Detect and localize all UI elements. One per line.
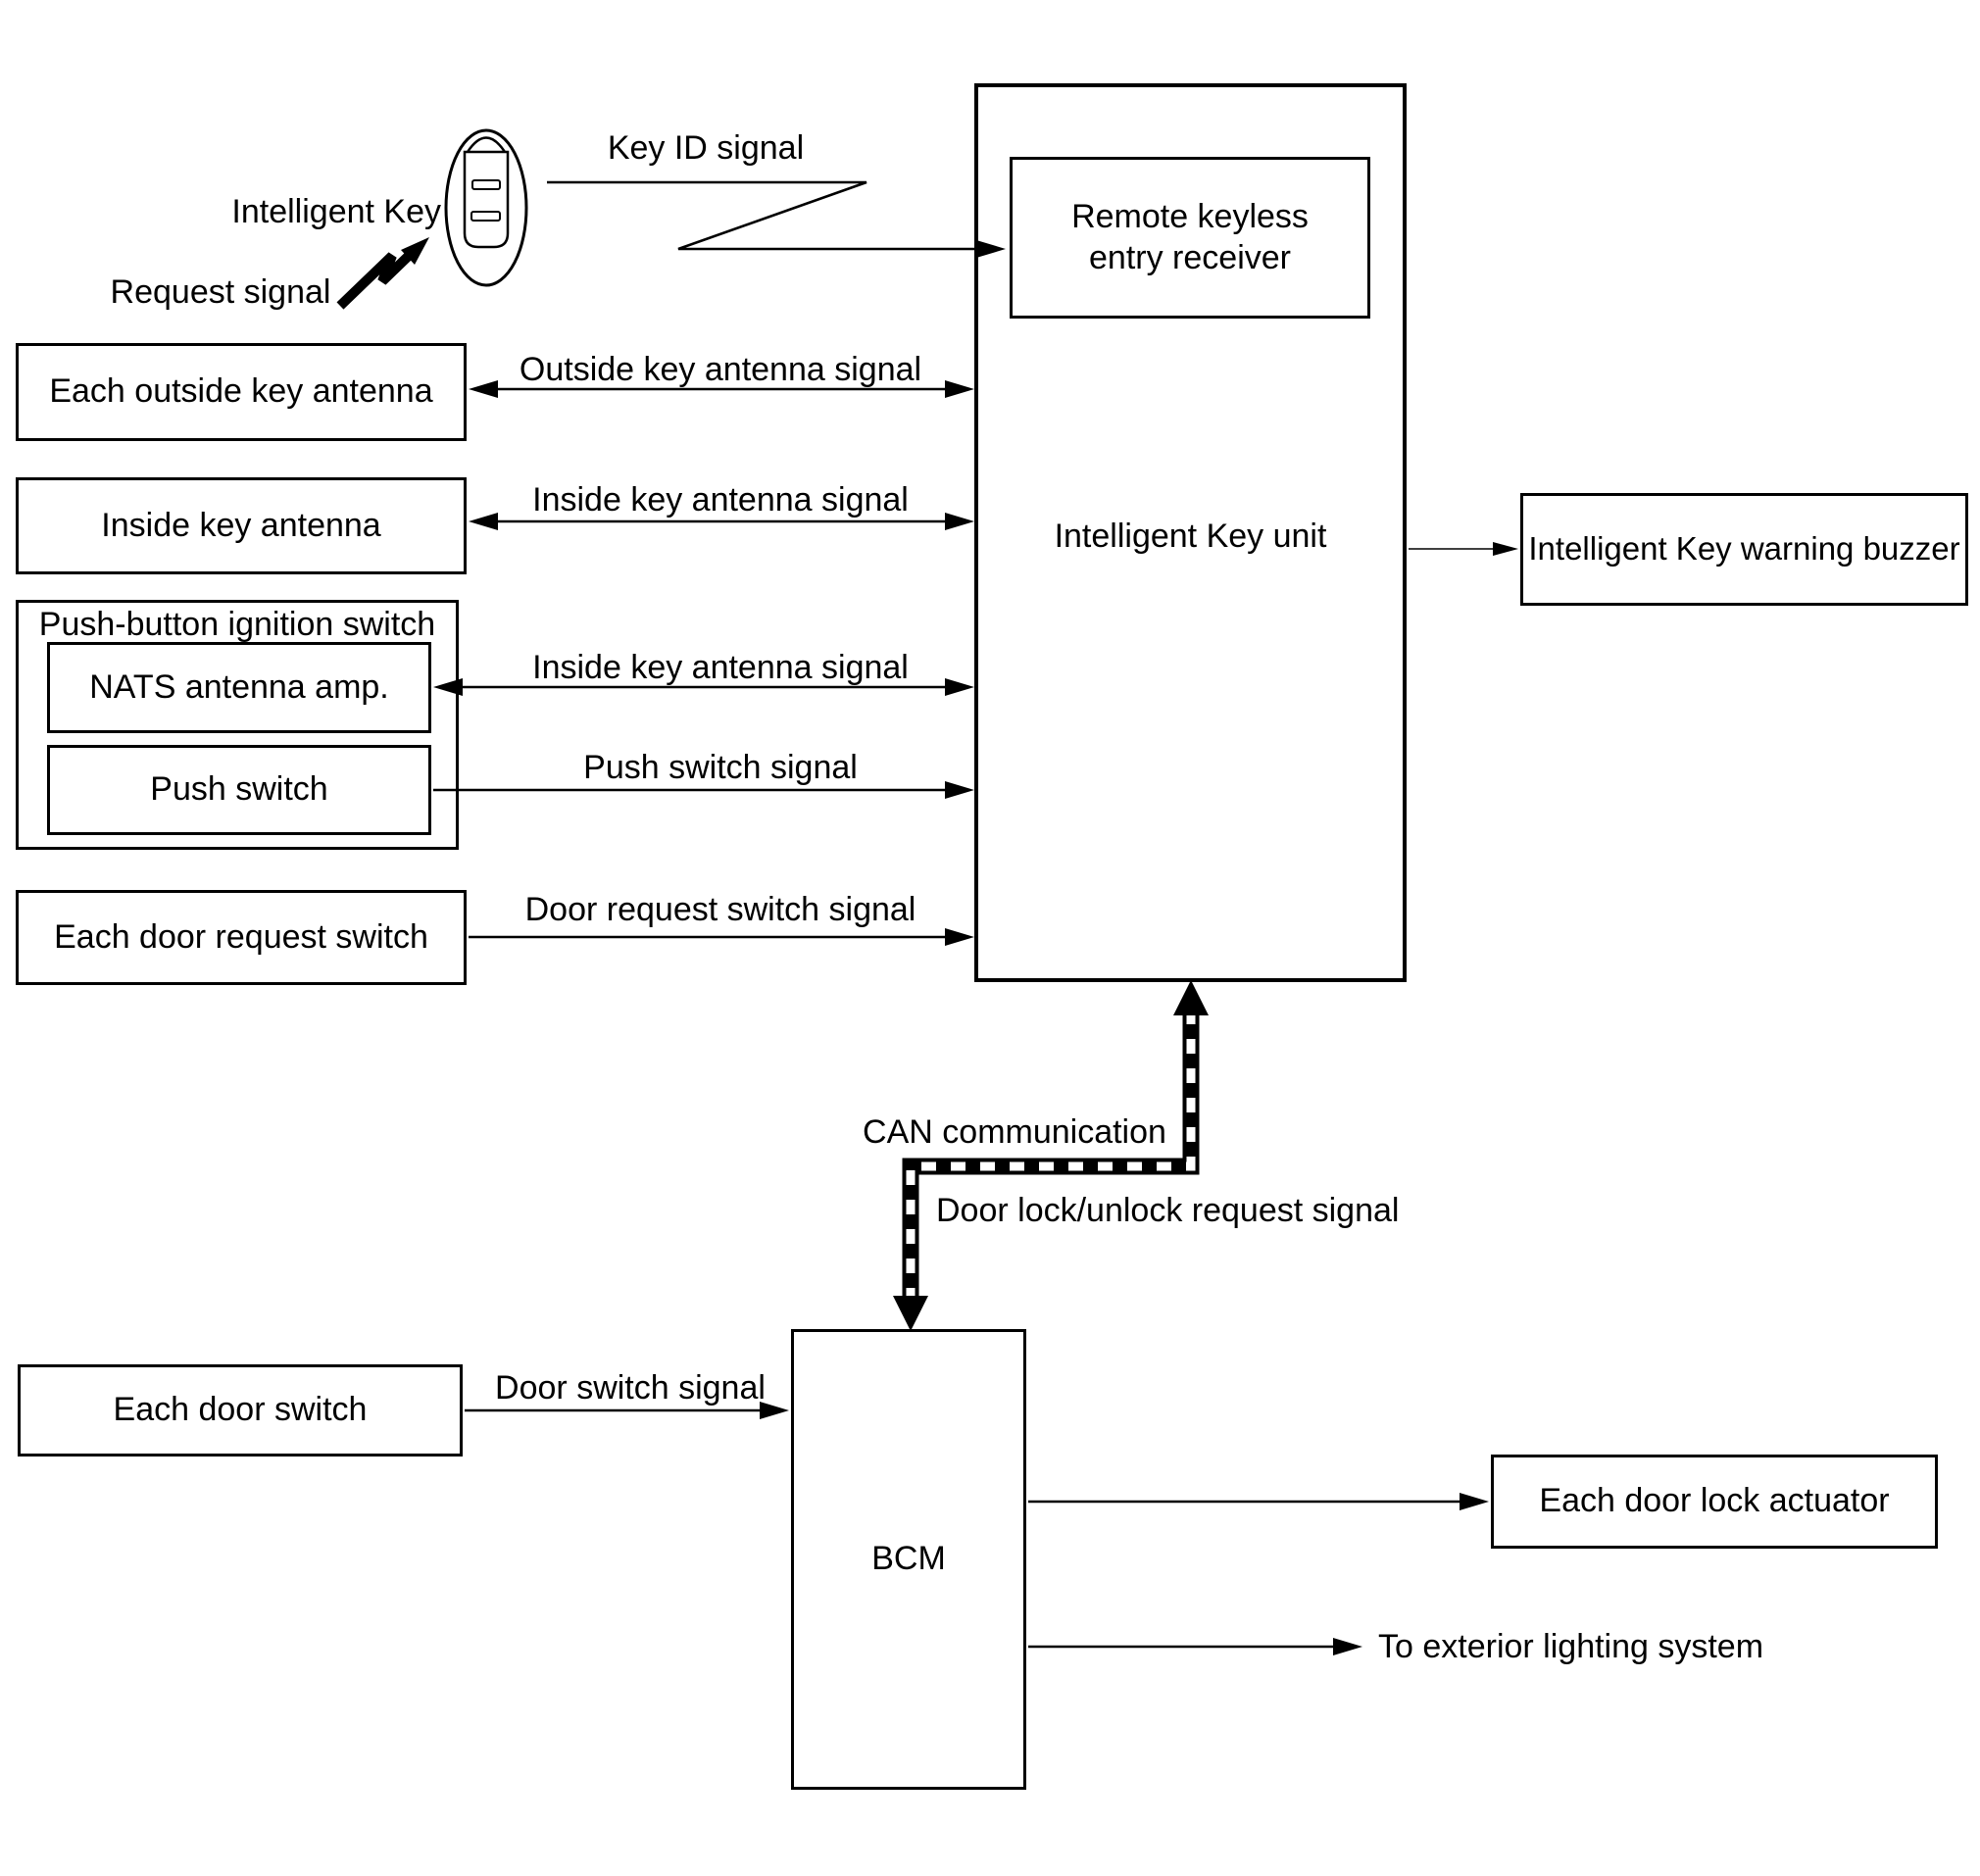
intelligent-key-label: Intelligent Key (231, 193, 441, 230)
push-switch-signal-label: Push switch signal (583, 749, 858, 786)
node-push-switch: Push switch (47, 745, 431, 835)
to-exterior-lighting-system-label: To exterior lighting system (1378, 1628, 1764, 1665)
node-push-button-ignition-switch-label: Push-button ignition switch (38, 606, 436, 643)
request-signal-label: Request signal (110, 273, 331, 311)
node-label: Each outside key antenna (49, 372, 433, 411)
node-each-door-lock-actuator: Each door lock actuator (1491, 1455, 1938, 1549)
inside-key-antenna-signal-2-label: Inside key antenna signal (532, 649, 909, 686)
intelligent-key-fob-icon (444, 128, 528, 287)
node-each-door-switch: Each door switch (18, 1364, 463, 1456)
key-id-signal-line (547, 180, 980, 251)
node-label: BCM (871, 1540, 946, 1578)
node-label: Each door request switch (54, 917, 428, 956)
node-push-button-ignition-switch (16, 600, 459, 850)
node-nats-antenna-amp: NATS antenna amp. (47, 642, 431, 733)
key-id-signal-label: Key ID signal (607, 129, 805, 167)
node-each-door-request-switch: Each door request switch (16, 890, 467, 985)
outside-key-antenna-signal-label: Outside key antenna signal (519, 351, 922, 388)
node-label: Each door lock actuator (1539, 1482, 1890, 1520)
node-label: Each door switch (113, 1391, 368, 1429)
request-signal-bolt-icon (336, 237, 429, 310)
inside-key-antenna-signal-label: Inside key antenna signal (532, 481, 909, 518)
door-request-switch-signal-label: Door request switch signal (524, 891, 916, 928)
node-inside-key-antenna: Inside key antenna (16, 477, 467, 574)
node-label: Inside key antenna (101, 506, 381, 544)
node-intelligent-key-unit (974, 83, 1407, 982)
node-label: Push switch (150, 770, 328, 809)
can-communication-label: CAN communication (863, 1113, 1166, 1151)
door-switch-signal-label: Door switch signal (495, 1369, 766, 1407)
node-bcm: BCM (791, 1329, 1026, 1790)
node-intelligent-key-warning-buzzer: Intelligent Key warning buzzer (1520, 493, 1968, 606)
node-label: NATS antenna amp. (89, 667, 389, 706)
node-remote-keyless-entry-receiver: Remote keyless entry receiver (1010, 157, 1370, 319)
node-intelligent-key-unit-label: Intelligent Key unit (1054, 518, 1327, 555)
node-label: Remote keyless entry receiver (1071, 198, 1309, 276)
node-each-outside-key-antenna: Each outside key antenna (16, 343, 467, 441)
door-lock-unlock-request-signal-label: Door lock/unlock request signal (936, 1192, 1400, 1229)
can-communication-arrow (893, 980, 1209, 1331)
arrowheads (433, 240, 1518, 1655)
node-label: Intelligent Key warning buzzer (1528, 530, 1960, 568)
